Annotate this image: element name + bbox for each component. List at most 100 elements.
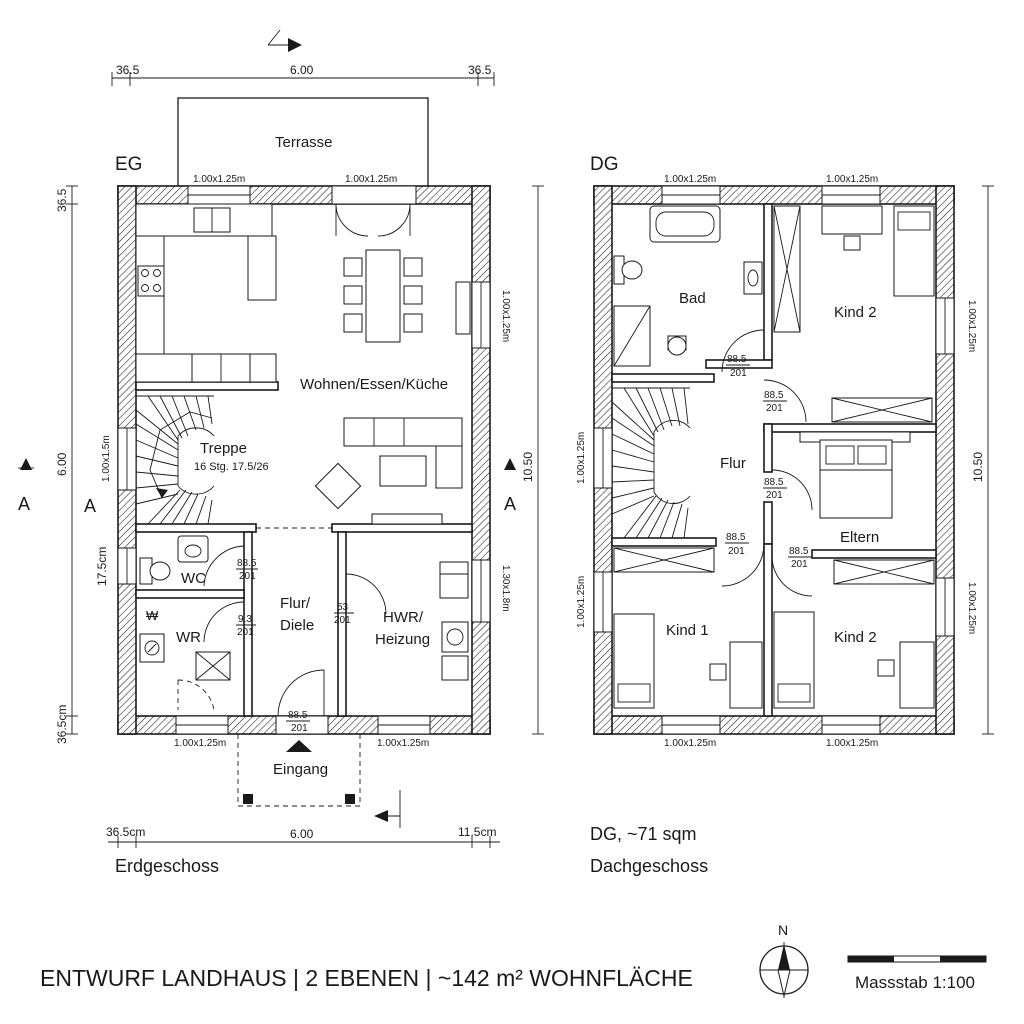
eg-wc-fixtures	[139, 535, 245, 587]
dg-stair	[611, 387, 691, 539]
heater-icon	[441, 621, 469, 653]
dg-caption-area: DG, ~71 sqm	[590, 824, 697, 844]
dg-room-bath: Bad	[679, 290, 706, 307]
section-marker-left: A A	[18, 458, 96, 516]
section-arrow-bottom-icon	[374, 790, 401, 828]
dg-door-k2b-top: 88.5	[789, 546, 809, 557]
eg-dim-top-right: 36.5	[468, 63, 492, 77]
dg-room-parents: Eltern	[840, 529, 879, 546]
stove-icon	[137, 265, 165, 297]
eg-bottom-dimension: 36.5cm 6.00 11.5cm	[106, 825, 500, 848]
dg-window-bottom-right: 1.00x1.25m	[826, 738, 878, 749]
eg-hwr-fixtures	[345, 561, 469, 681]
eg-coffee-table	[379, 455, 427, 487]
eg-tv-board	[371, 513, 443, 525]
dg-door-eltern-bot: 201	[766, 490, 783, 501]
eg-room-hall-2: Diele	[280, 617, 314, 634]
dg-door-k1-bot: 201	[728, 546, 745, 557]
eg-window-left-stair: 1.00x1.5m	[101, 435, 112, 482]
bath-toilet-icon	[621, 260, 643, 280]
eg-door-entry-top: 88.5	[288, 710, 308, 721]
dg-door-bath-top: 88.5	[727, 354, 747, 365]
dg-caption: Dachgeschoss	[590, 856, 708, 876]
bathtub-icon	[649, 205, 721, 243]
k1-bed-icon	[613, 613, 655, 709]
dg-door-bath-bot: 201	[730, 368, 747, 379]
eg-window-bottom-right: 1.00x1.25m	[377, 738, 429, 749]
double-bed-icon	[819, 439, 893, 519]
dg-bath-fixtures	[613, 205, 765, 373]
eg-dim-top-mid: 6.00	[290, 63, 314, 77]
eg-label: EG	[115, 154, 142, 175]
wc-sink-icon	[177, 535, 209, 563]
eg-door-entry-bot: 201	[291, 723, 308, 734]
dg-kind2-bottom-furniture	[771, 555, 935, 709]
plan-title: ENTWURF LANDHAUS | 2 EBENEN | ~142 m² WO…	[40, 965, 693, 991]
eg-dim-left-bottom: 36.5cm	[55, 705, 69, 744]
eg-dining-table	[343, 249, 423, 343]
dg-label: DG	[590, 154, 619, 175]
dg-door-k2b-bot: 201	[791, 559, 808, 570]
k2b-chair-icon	[877, 659, 895, 677]
eg-entry-door	[277, 669, 325, 717]
k2b-bed-icon	[773, 611, 815, 709]
bed-icon	[893, 205, 935, 297]
section-label-left-outer: A	[18, 494, 30, 514]
dg-room-kind2-bottom: Kind 2	[834, 629, 877, 646]
eg-kitchen	[135, 203, 277, 383]
eg-window-top-left: 1.00x1.25m	[193, 174, 245, 185]
dg-dim-height: 10.50	[971, 452, 985, 482]
dg-room-kind1: Kind 1	[666, 622, 709, 639]
eg-room-wr: WR	[176, 629, 201, 646]
eg-stair	[135, 395, 215, 525]
dg-window-top-right: 1.00x1.25m	[826, 174, 878, 185]
dg-kind1-furniture	[613, 543, 765, 709]
section-label-left-inner: A	[84, 496, 96, 516]
k2b-desk-icon	[899, 641, 935, 709]
bath-sink-icon	[743, 261, 763, 295]
dg-window-bottom-left: 1.00x1.25m	[664, 738, 716, 749]
desk-icon	[821, 205, 883, 235]
eg-door-wc-top: 88.5	[237, 558, 257, 569]
dg-window-right-upper: 1.00x1.25m	[966, 300, 977, 352]
entrance-arrow-icon	[286, 740, 312, 752]
tap-icon: ₩	[146, 608, 159, 623]
eg-dim-bottom-right: 11.5cm	[458, 825, 496, 839]
dg-door-k2-top: 88.5	[764, 390, 784, 401]
tank-icon	[439, 561, 469, 599]
dg-right-dimension: 10.50	[971, 185, 994, 735]
dg-window-left-lower: 1.00x1.25m	[576, 576, 587, 628]
dg-window-left-upper: 1.00x1.25m	[576, 432, 587, 484]
dg-windows	[593, 185, 955, 735]
eg-right-dimension: 10.50	[521, 185, 544, 735]
eg-door-wr-bot: 201	[237, 627, 254, 638]
eg-room-hwr-1: HWR/	[383, 609, 424, 626]
dg-window-right-lower: 1.00x1.25m	[966, 582, 977, 634]
eg-wr-fixtures: ₩	[139, 601, 245, 711]
eg-dim-top-left: 36.5	[116, 63, 140, 77]
section-label-right: A	[504, 494, 516, 514]
scale-label: Massstab 1:100	[855, 973, 975, 992]
eg-window-right-lower: 1.30x1.8m	[500, 565, 511, 612]
eg-sideboard	[455, 281, 471, 335]
eg-caption: Erdgeschoss	[115, 856, 219, 876]
eg-room-living: Wohnen/Essen/Küche	[300, 376, 448, 393]
eg-room-terrace: Terrasse	[275, 134, 333, 151]
dg-door-eltern-top: 88.5	[764, 477, 784, 488]
section-marker-right: A	[504, 458, 516, 514]
dg-floor-plan: DG 1.00x1.25m 1.00x1.25m 1	[576, 154, 994, 876]
dg-room-kind2-top: Kind 2	[834, 304, 877, 321]
eg-left-dimension: 36.5 6.00 17.5cm 36.5cm	[55, 185, 109, 744]
eg-window-bottom-left: 1.00x1.25m	[174, 738, 226, 749]
eg-stair-info: 16 Stg. 17.5/26	[194, 461, 269, 473]
k1-desk-icon	[729, 641, 763, 709]
eg-window-right-upper: 1.00x1.25m	[500, 290, 511, 342]
dg-window-top-left: 1.00x1.25m	[664, 174, 716, 185]
north-arrow-icon	[759, 942, 809, 998]
dg-door-k2-bot: 201	[766, 403, 783, 414]
dg-room-hall: Flur	[720, 455, 746, 472]
eg-outer-walls	[117, 185, 491, 735]
eg-windows	[117, 185, 491, 735]
dg-kind2-top-furniture	[763, 205, 935, 423]
